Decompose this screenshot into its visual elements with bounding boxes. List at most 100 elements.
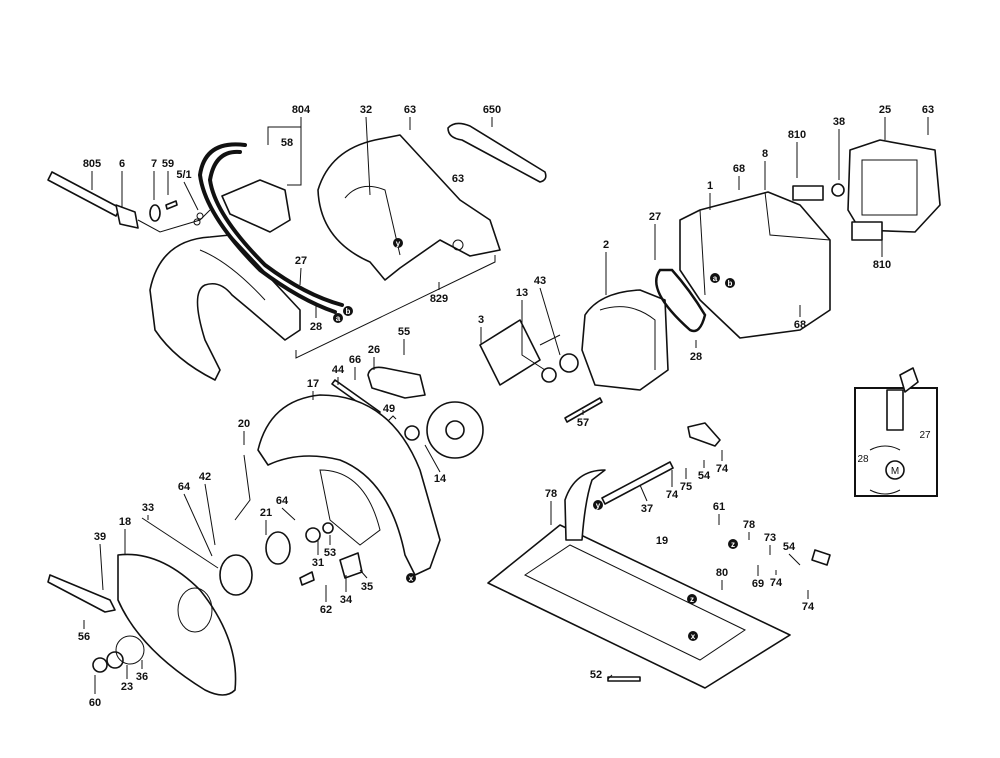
wrench: [447, 122, 547, 183]
part-label: 32: [360, 104, 372, 116]
bracket-20: [234, 454, 251, 521]
part-label: 39: [94, 531, 106, 543]
part-label: 64: [276, 495, 289, 507]
wiring-diagram-inset: M 27 28: [854, 367, 938, 497]
part-label: 37: [641, 503, 653, 515]
part-label: 650: [483, 104, 501, 116]
part-label: 35: [361, 581, 373, 593]
part-label: 59: [162, 158, 174, 170]
part-label: 23: [121, 681, 133, 693]
lever: [367, 366, 426, 399]
part-label: 26: [368, 344, 380, 356]
part-label: 74: [770, 577, 783, 589]
part-label: 28: [690, 351, 702, 363]
part-label: 73: [764, 532, 776, 544]
leader-lines: [83, 116, 929, 694]
part-label: 66: [349, 354, 361, 366]
part-label: 44: [332, 364, 345, 376]
part-label: 43: [534, 275, 546, 287]
motor-bracket-housing: [317, 134, 501, 281]
marker-letter: a: [713, 274, 718, 283]
part-label: 31: [312, 557, 324, 569]
part-label: 63: [452, 173, 464, 185]
part-label: 21: [260, 507, 272, 519]
connection-markers: a b y a b y x z z x: [333, 238, 738, 641]
part-label: 27: [649, 211, 661, 223]
part-label: 38: [833, 116, 845, 128]
inset-label: 28: [857, 454, 869, 465]
part-label: 6: [119, 158, 125, 170]
lever-54: [811, 549, 831, 566]
part-label: 54: [783, 541, 796, 553]
part-label: 80: [716, 567, 728, 579]
part-label: 69: [752, 578, 764, 590]
marker-letter: y: [596, 501, 601, 510]
part-label: 34: [340, 594, 353, 606]
part-label: 2: [603, 239, 609, 251]
wire-leads: [197, 142, 344, 314]
part-label: 805: [83, 158, 101, 170]
part-label: 56: [78, 631, 90, 643]
part-label: 3: [478, 314, 484, 326]
field-stator: [581, 268, 707, 391]
part-label: 27: [295, 255, 307, 267]
marker-letter: b: [728, 279, 733, 288]
part-label: 19: [656, 535, 668, 547]
part-label: 49: [383, 403, 395, 415]
part-label: 54: [698, 470, 711, 482]
part-label: 60: [89, 697, 101, 709]
marker-letter: x: [409, 574, 414, 583]
part-labels: 804 32 63 650 805 6 7 59 5/1 58 63 27 28…: [78, 104, 934, 709]
brush-holder: [792, 185, 824, 201]
marker-letter: z: [690, 595, 694, 604]
base-plate: [487, 461, 791, 689]
marker-letter: a: [336, 314, 341, 323]
part-label: 7: [151, 158, 157, 170]
brush-cap: [831, 183, 845, 197]
part-label: 57: [577, 417, 589, 429]
part-label: 68: [733, 163, 745, 175]
handle-housing: [149, 234, 301, 381]
spring-33: [141, 517, 219, 569]
part-label: 810: [788, 129, 806, 141]
part-label: 75: [680, 481, 692, 493]
part-label: 74: [666, 489, 679, 501]
part-label: 78: [545, 488, 557, 500]
part-label: 18: [119, 516, 131, 528]
part-label: 1: [707, 180, 713, 192]
marker-letter: z: [731, 540, 735, 549]
part-label: 20: [238, 418, 250, 430]
spindle-assembly: [92, 522, 363, 673]
motor-housing: [679, 191, 831, 339]
depth-lever: [687, 422, 721, 447]
part-label: 68: [794, 319, 806, 331]
part-label: 74: [802, 601, 815, 613]
part-label: 52: [590, 669, 602, 681]
part-label: 53: [324, 547, 336, 559]
part-label: 63: [922, 104, 934, 116]
part-label: 63: [404, 104, 416, 116]
part-label: 58: [281, 137, 293, 149]
part-label: 25: [879, 104, 891, 116]
part-label: 62: [320, 604, 332, 616]
part-label: 810: [873, 259, 891, 271]
part-label: 8: [762, 148, 768, 160]
brush-cover: [847, 139, 941, 233]
part-label: 804: [292, 104, 311, 116]
upper-blade-guard: [257, 394, 441, 576]
part-label: 14: [434, 473, 447, 485]
part-label: 78: [743, 519, 755, 531]
rod-52: [607, 676, 641, 682]
bracket-829: [295, 255, 496, 359]
inset-label: 27: [919, 430, 931, 441]
motor-symbol: M: [891, 466, 899, 477]
part-label: 61: [713, 501, 725, 513]
marker-letter: b: [346, 307, 351, 316]
part-label: 5/1: [176, 169, 191, 181]
part-label: 74: [716, 463, 729, 475]
part-label: 33: [142, 502, 154, 514]
lever-39: [47, 574, 116, 613]
part-label: 28: [310, 321, 322, 333]
part-label: 829: [430, 293, 448, 305]
